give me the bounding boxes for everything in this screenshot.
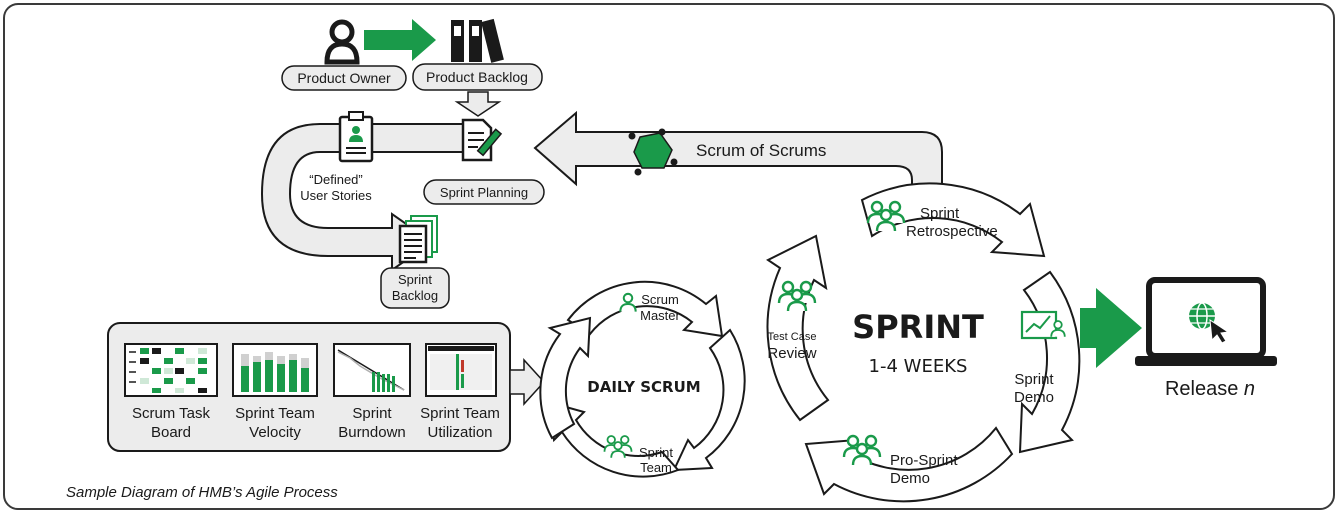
sprint-team-line1: Sprint [639,445,673,460]
scrum-of-scrums-label: Scrum of Scrums [696,141,826,160]
daily-scrum-title: DAILY SCRUM [587,378,700,396]
monitor-chart-icon [1020,310,1066,340]
sprint-cycle [766,182,1081,503]
sprint-planning-pill: Sprint Planning [423,179,545,205]
report-2-line1: Sprint Team [235,405,315,422]
report-4-line2: Utilization [427,424,492,441]
network-icon [628,128,678,176]
sprint-demo-line1: Sprint [1014,371,1054,388]
product-owner-label: Product Owner [297,70,391,86]
sprint-demo-line2: Demo [1014,389,1054,406]
scrum-master-line2: Master [640,308,680,323]
clipboard-icon [338,111,374,163]
product-owner-pill: Product Owner [281,65,407,91]
sprint-title: SPRINT [852,308,984,346]
scrum-of-scrums-arrow [533,110,943,206]
release-n: n [1244,378,1255,400]
product-backlog-label: Product Backlog [426,69,528,85]
defined-stories-line1: “Defined” [309,172,362,187]
pro-sprint-line1: Pro-Sprint [890,452,958,469]
binder-icon [451,18,504,63]
release-arrow [1080,288,1142,368]
test-case-line2: Review [767,345,816,362]
report-3-line1: Sprint [352,405,392,422]
defined-stories-line2: User Stories [300,188,372,203]
release-label: Release n [1165,378,1255,400]
retrospective-line1: Sprint [920,205,960,222]
test-case-line1: Test Case [768,331,817,343]
diagram-caption: Sample Diagram of HMB’s Agile Process [66,484,338,501]
laptop-globe-icon [1135,277,1277,366]
cursor-icon [1209,318,1230,344]
burndown-thumbnail [333,343,411,397]
velocity-thumbnail [232,343,318,397]
backlog-down-arrow [454,91,502,117]
product-backlog-pill: Product Backlog [412,63,543,91]
user-icon [324,19,360,65]
document-pencil-icon [461,118,503,162]
reports-to-daily-arrow [509,358,546,406]
owner-to-backlog-arrow [364,19,436,61]
sprint-backlog-line1: Sprint [398,272,432,287]
task-board-thumbnail [124,343,218,397]
sprint-backlog-pill: Sprint Backlog [380,267,450,309]
retrospective-line2: Retrospective [906,223,998,240]
stacked-documents-icon [398,215,438,264]
report-1-line1: Scrum Task [132,405,211,422]
sprint-backlog-line2: Backlog [392,288,438,303]
report-2-line2: Velocity [249,424,301,441]
pro-sprint-line2: Demo [890,470,930,487]
scrum-master-line1: Scrum [641,292,679,307]
report-4-line1: Sprint Team [420,405,500,422]
report-1-line2: Board [151,424,191,441]
release-word: Release [1165,378,1238,400]
daily-scrum-cycle [539,280,746,478]
sprint-subtitle: 1-4 WEEKS [869,356,968,377]
utilization-thumbnail [425,343,497,397]
report-3-line2: Burndown [338,424,406,441]
sprint-team-line2: Team [640,460,672,475]
sprint-planning-label: Sprint Planning [440,185,528,200]
